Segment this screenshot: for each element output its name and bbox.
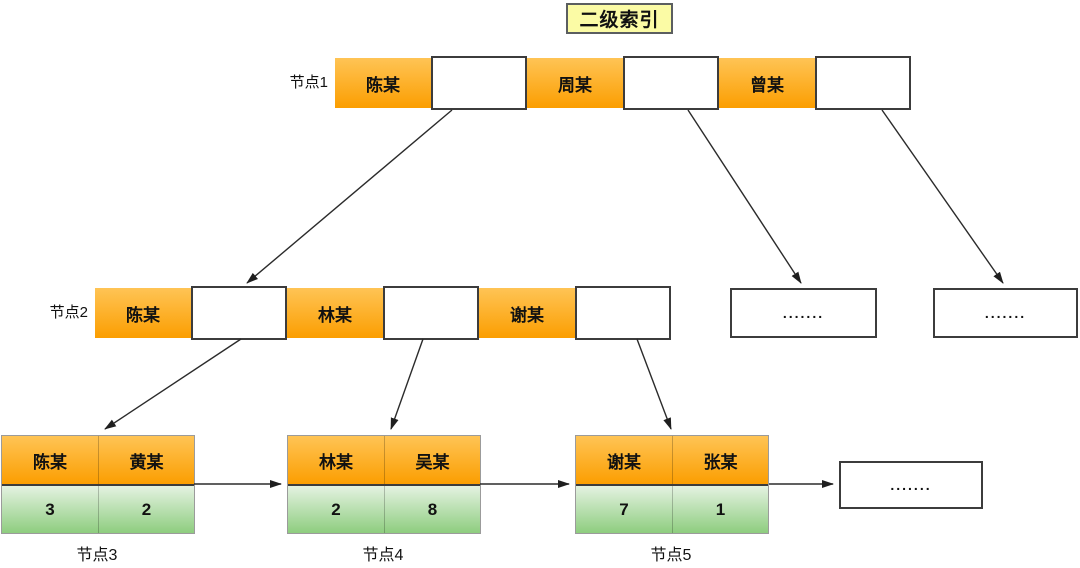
edge-node2-leaf4 <box>390 338 424 430</box>
node2-pointer-cell <box>191 286 287 340</box>
leaf4-value-cell: 8 <box>384 486 480 533</box>
edge-node1-ellipsis1 <box>687 109 802 284</box>
node2-label: 节点2 <box>49 304 88 321</box>
leaf3-key-cell: 黄某 <box>98 436 194 484</box>
edge-node2-leaf5 <box>636 338 672 430</box>
node1-label: 节点1 <box>289 74 328 91</box>
leaf-node5-label: 节点5 <box>650 547 692 564</box>
leaf5-value-cell: 1 <box>672 486 768 533</box>
leaf5-key-cell: 谢某 <box>576 436 672 484</box>
leaf-node4: 林某 吴某 2 8 <box>287 435 481 534</box>
node2-pointer-cell <box>575 286 671 340</box>
ellipsis-box-leaf: ....... <box>839 461 983 509</box>
leaf3-value-cell: 2 <box>98 486 194 533</box>
node1-row: 陈某 周某 曾某 <box>335 56 911 110</box>
node2-key-cell: 林某 <box>287 288 383 338</box>
leaf-node4-label: 节点4 <box>362 547 404 564</box>
node2-key-cell: 陈某 <box>95 288 191 338</box>
node1-key-cell: 周某 <box>527 58 623 108</box>
leaf4-key-cell: 林某 <box>288 436 384 484</box>
edge-node1-node2 <box>246 109 453 284</box>
leaf-node3: 陈某 黄某 3 2 <box>1 435 195 534</box>
leaf5-value-cell: 7 <box>576 486 672 533</box>
leaf3-value-cell: 3 <box>2 486 98 533</box>
leaf4-value-cell: 2 <box>288 486 384 533</box>
node1-pointer-cell <box>623 56 719 110</box>
diagram-title: 二级索引 <box>566 3 673 34</box>
leaf-node5: 谢某 张某 7 1 <box>575 435 769 534</box>
leaf5-key-cell: 张某 <box>672 436 768 484</box>
node1-key-cell: 曾某 <box>719 58 815 108</box>
node2-row: 陈某 林某 谢某 <box>95 286 671 340</box>
ellipsis-box-right-1: ....... <box>730 288 877 338</box>
edge-node1-ellipsis2 <box>881 109 1004 284</box>
edge-node2-leaf3 <box>104 338 242 430</box>
node2-pointer-cell <box>383 286 479 340</box>
leaf3-key-cell: 陈某 <box>2 436 98 484</box>
ellipsis-box-right-2: ....... <box>933 288 1078 338</box>
node1-pointer-cell <box>431 56 527 110</box>
node1-pointer-cell <box>815 56 911 110</box>
leaf4-key-cell: 吴某 <box>384 436 480 484</box>
node2-key-cell: 谢某 <box>479 288 575 338</box>
leaf-node3-label: 节点3 <box>76 547 118 564</box>
node1-key-cell: 陈某 <box>335 58 431 108</box>
